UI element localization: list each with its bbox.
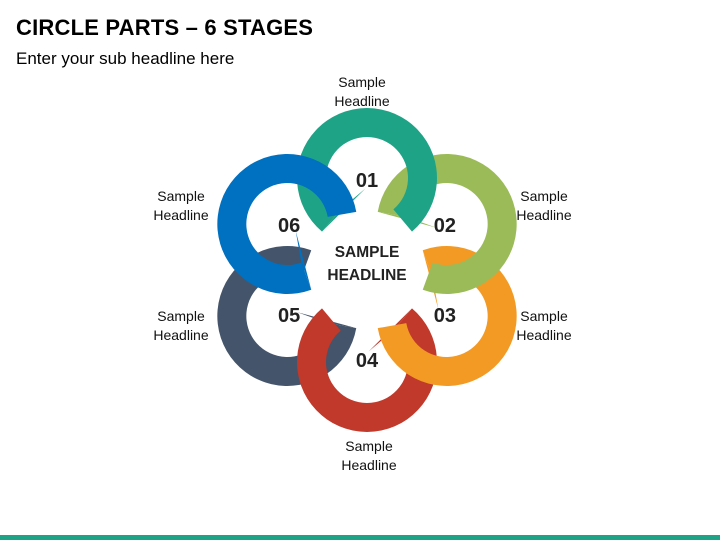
stage-label-line2: Headline (153, 207, 209, 223)
center-headline-line2: HEADLINE (327, 267, 406, 284)
stage-numbers: 05 04 03 02 01 06 (278, 170, 456, 372)
stage-label-line1: Sample (338, 74, 386, 90)
stage-label-line1: Sample (520, 188, 568, 204)
stage-02-number: 02 (434, 215, 456, 237)
stage-03-number: 03 (434, 305, 456, 327)
stage-05-number: 05 (278, 305, 300, 327)
stage-06-ring (217, 154, 357, 295)
stage-05-arrow (297, 312, 357, 329)
bottom-accent-bar (0, 535, 720, 540)
stage-06-arrow (295, 230, 312, 290)
stage-label-line2: Headline (153, 327, 209, 343)
stage-label-line2: Headline (516, 327, 572, 343)
page-subtitle: Enter your sub headline here (16, 49, 235, 68)
stage-label-line1: Sample (157, 308, 205, 324)
stage-01-number: 01 (356, 170, 378, 192)
stage-04-number: 04 (356, 350, 379, 372)
page-title: CIRCLE PARTS – 6 STAGES (16, 15, 314, 40)
stage-01-arrow (322, 188, 366, 232)
stage-06-number: 06 (278, 215, 300, 237)
stage-label-line1: Sample (157, 188, 205, 204)
stage-label-line1: Sample (520, 308, 568, 324)
stage-label-line2: Headline (334, 93, 390, 109)
stage-label-line1: Sample (345, 438, 393, 454)
center-headline-line1: SAMPLE (335, 244, 400, 261)
diagram-shapes (217, 108, 517, 432)
stage-04-arrow (368, 308, 412, 352)
stage-label-line2: Headline (341, 457, 397, 473)
stage-label-line2: Headline (516, 207, 572, 223)
